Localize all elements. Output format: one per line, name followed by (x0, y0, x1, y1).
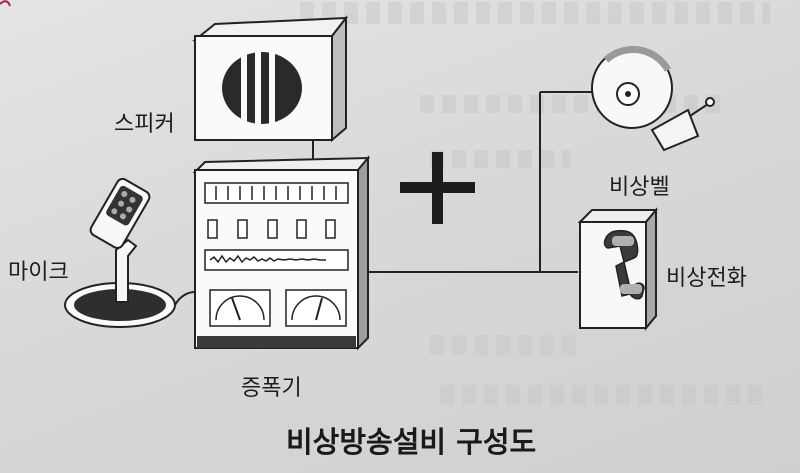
emergency-phone-label: 비상전화 (666, 266, 747, 291)
phone-illustration (577, 207, 659, 331)
bleed-through-text-1 (300, 2, 770, 24)
microphone-illustration (64, 177, 176, 328)
wire-microphone-amplifier (174, 291, 196, 306)
amplifier-label: 증폭기 (241, 376, 302, 401)
speaker-label: 스피커 (114, 112, 175, 137)
vu-meters (209, 289, 347, 327)
bleed-through-text-5 (440, 385, 770, 405)
signal-wave (209, 254, 326, 264)
margin-mark (0, 0, 11, 7)
handset (603, 229, 645, 300)
emergency-bell-label: 비상벨 (609, 175, 670, 200)
microphone-label: 마이크 (8, 260, 69, 285)
bell-illustration (591, 45, 715, 152)
scale-ticks (215, 186, 337, 200)
figure-caption: 비상방송설비 구성도 (286, 425, 537, 459)
connection-lines (174, 91, 600, 306)
plus-icon (400, 152, 475, 224)
bleed-through-text-3 (430, 150, 570, 168)
bleed-through-text-4 (430, 335, 580, 355)
speaker-illustration (192, 15, 349, 143)
switch-row (207, 219, 336, 239)
amplifier-illustration (192, 155, 371, 351)
